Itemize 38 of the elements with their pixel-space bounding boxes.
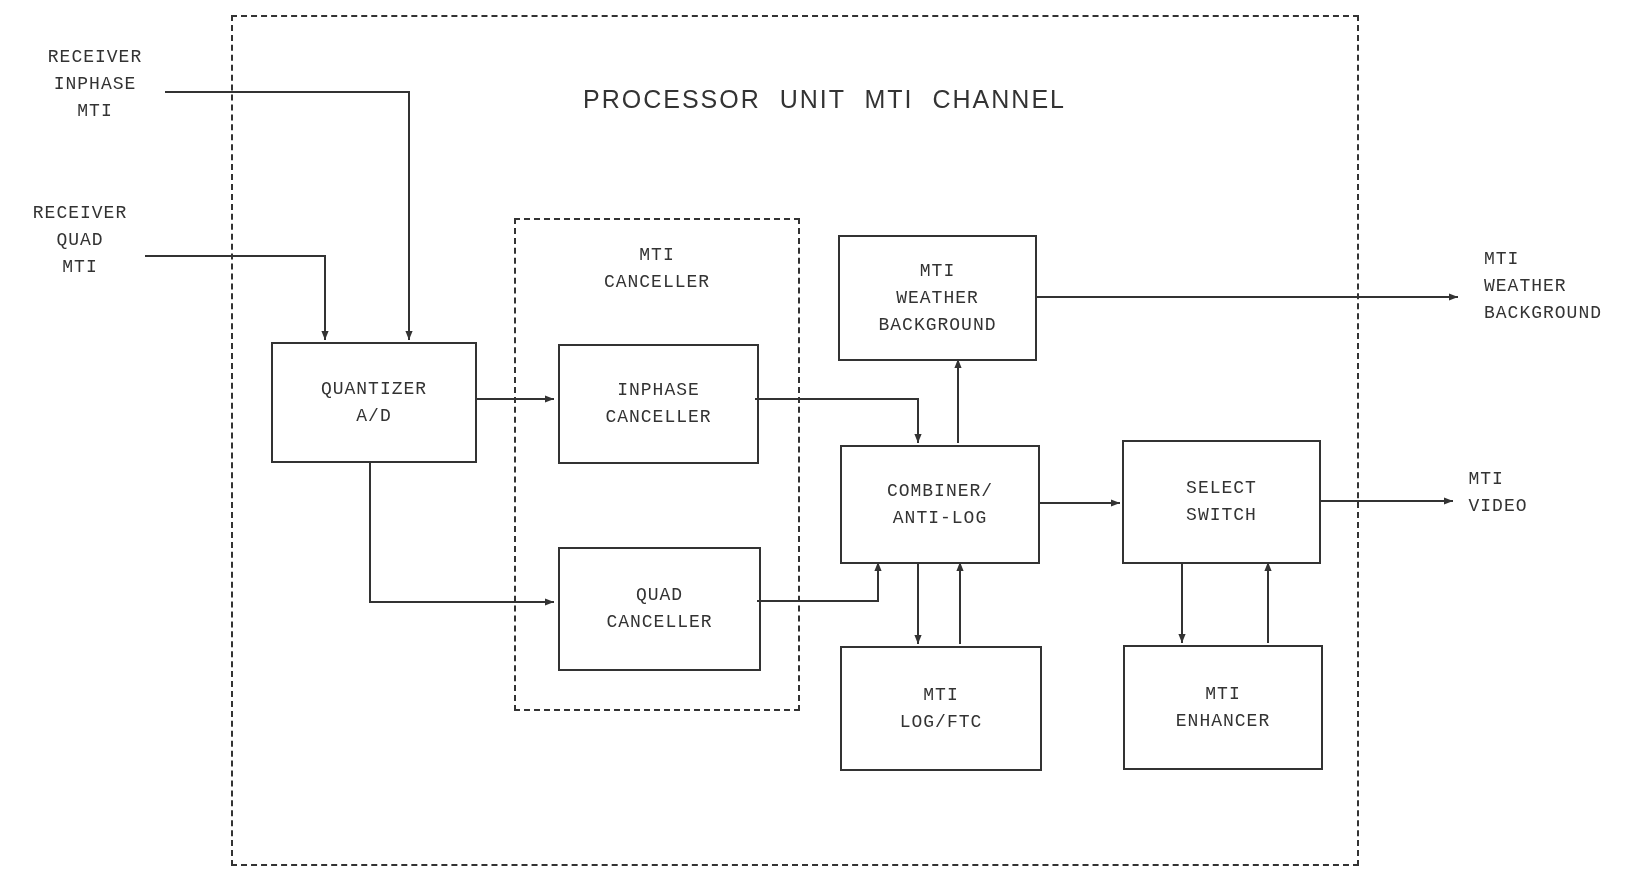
arrow bbox=[474, 395, 555, 403]
arrow bbox=[756, 561, 882, 602]
arrow bbox=[164, 91, 413, 341]
arrow bbox=[1178, 561, 1186, 644]
signal-label: MTI WEATHER BACKGROUND bbox=[1484, 248, 1602, 325]
process-box bbox=[840, 445, 1040, 564]
arrow bbox=[914, 561, 922, 645]
process-box bbox=[271, 342, 477, 463]
arrow bbox=[369, 460, 555, 606]
process-box bbox=[1123, 645, 1323, 770]
arrow bbox=[1264, 561, 1272, 644]
signal-label: RECEIVER INPHASE MTI bbox=[47, 46, 143, 123]
process-box bbox=[840, 646, 1042, 771]
arrow bbox=[1034, 293, 1459, 301]
arrow bbox=[144, 255, 329, 341]
arrow bbox=[1318, 497, 1454, 505]
box-label: COMBINER/ ANTI-LOG bbox=[886, 479, 994, 530]
box-label: SELECT SWITCH bbox=[1186, 477, 1257, 527]
process-box bbox=[1122, 440, 1321, 564]
box-label: INPHASE CANCELLER bbox=[605, 379, 712, 429]
process-box bbox=[558, 547, 761, 671]
box-label: MTI LOG/FTC bbox=[899, 683, 983, 734]
signal-label: RECEIVER QUAD MTI bbox=[32, 202, 128, 279]
channel-boundary bbox=[231, 15, 1359, 866]
arrow bbox=[954, 358, 962, 444]
signal-label: MTI VIDEO bbox=[1468, 468, 1528, 518]
box-label: MTI WEATHER BACKGROUND bbox=[878, 259, 997, 337]
arrow bbox=[956, 561, 964, 645]
box-label: MTI ENHANCER bbox=[1175, 682, 1271, 733]
box-label: QUAD CANCELLER bbox=[606, 584, 713, 634]
arrow bbox=[754, 398, 922, 444]
arrow bbox=[1037, 499, 1121, 507]
process-box bbox=[838, 235, 1037, 361]
group-boundary bbox=[514, 218, 800, 711]
group-title: MTI CANCELLER bbox=[603, 244, 711, 294]
process-box bbox=[558, 344, 759, 464]
group-title: PROCESSOR UNIT MTI CHANNEL bbox=[583, 85, 1066, 114]
box-label: QUANTIZER A/D bbox=[320, 377, 428, 428]
